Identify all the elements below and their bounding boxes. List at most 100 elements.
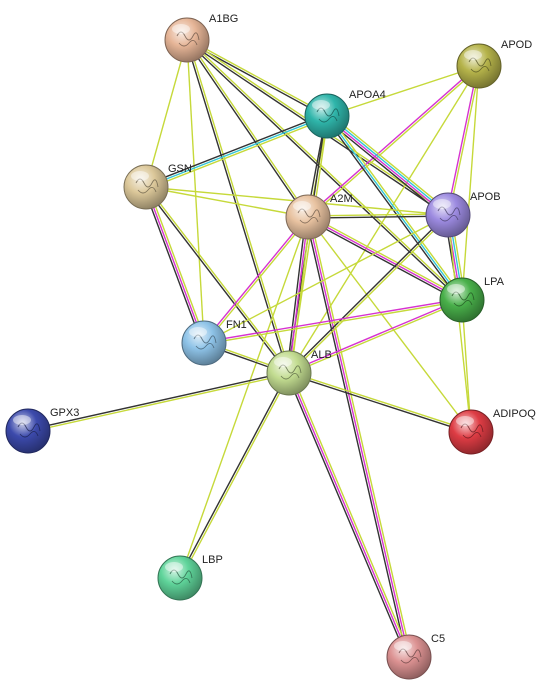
node-gpx3[interactable]: GPX3	[5, 407, 79, 454]
edge-line-experiments	[307, 216, 410, 658]
edge-gsn-alb	[144, 185, 291, 375]
protein-structure-icon	[297, 208, 321, 224]
node-highlight	[447, 284, 465, 294]
edge-apob-fn1	[203, 214, 449, 344]
node-lpa[interactable]: LPA	[439, 276, 505, 323]
node-label: ALB	[311, 349, 332, 361]
node-label: ADIPOQ	[493, 408, 536, 420]
edge-line-textmining	[179, 216, 309, 579]
edge-a2m-lpa	[306, 214, 464, 303]
edge-gsn-fn1	[143, 185, 207, 345]
node-bubble[interactable]	[285, 194, 331, 240]
edge-line-textmining	[328, 112, 451, 213]
edge-line-textmining	[307, 213, 448, 217]
protein-structure-icon	[398, 648, 422, 664]
node-highlight	[464, 50, 482, 60]
edge-lpa-alb	[288, 298, 463, 375]
edge-a2m-adipoq	[307, 216, 472, 433]
node-label: GPX3	[50, 407, 79, 419]
node-bubble[interactable]	[266, 350, 312, 396]
node-highlight	[433, 199, 451, 209]
node-bubble[interactable]	[425, 192, 471, 238]
edge-line-textmining	[145, 186, 309, 218]
node-bubble[interactable]	[5, 408, 51, 454]
edge-line-textmining	[146, 117, 329, 190]
node-bubble[interactable]	[181, 320, 227, 366]
edge-line-textmining	[187, 38, 464, 300]
edge-apob-alb	[287, 213, 450, 375]
edge-line-databases	[327, 114, 450, 215]
edge-line-databases	[145, 115, 328, 188]
edge-line-textmining	[147, 185, 207, 343]
node-a2m[interactable]: A2M	[285, 193, 353, 240]
node-label: LPA	[484, 276, 505, 288]
edge-line-textmining	[461, 65, 480, 301]
edge-apoa4-gsn	[144, 113, 329, 190]
node-bubble[interactable]	[123, 164, 169, 210]
edge-line-coexpression	[288, 373, 471, 434]
edge-line-textmining	[204, 217, 310, 345]
edge-line-coexpression	[324, 118, 447, 219]
edge-line-textmining	[187, 38, 328, 116]
node-apod[interactable]: APOD	[456, 39, 532, 89]
node-apob[interactable]: APOB	[425, 191, 501, 238]
node-gsn[interactable]: GSN	[123, 163, 192, 210]
edge-line-textmining	[308, 66, 481, 219]
edges-layer	[27, 38, 481, 659]
node-bubble[interactable]	[157, 555, 203, 601]
node-bubble[interactable]	[164, 17, 210, 63]
edge-alb-lbp	[178, 372, 291, 579]
node-bubble[interactable]	[304, 93, 350, 139]
node-highlight	[274, 357, 292, 367]
edge-line-textmining	[308, 214, 464, 299]
edge-a2m-lbp	[179, 216, 309, 579]
node-highlight	[131, 171, 149, 181]
node-bubble[interactable]	[456, 43, 502, 89]
edge-line-coexpression	[144, 113, 327, 186]
edge-line-textmining	[28, 373, 290, 433]
node-highlight	[172, 24, 190, 34]
edge-line-experiments	[202, 215, 308, 343]
node-c5[interactable]: C5	[386, 633, 445, 680]
edge-a1bg-a2m	[185, 38, 310, 219]
node-highlight	[293, 201, 311, 211]
protein-structure-icon	[169, 569, 193, 585]
edge-line-textmining	[326, 65, 480, 117]
edge-apod-a2m	[306, 64, 481, 219]
edge-lpa-fn1	[203, 298, 463, 345]
edge-apoa4-apob	[324, 112, 451, 219]
edge-apod-apoa4	[326, 65, 480, 117]
node-label: APOA4	[349, 89, 386, 101]
protein-structure-icon	[468, 57, 492, 73]
edge-line-coexpression	[305, 217, 408, 658]
protein-structure-icon	[460, 423, 484, 439]
node-lbp[interactable]: LBP	[157, 554, 223, 601]
node-a1bg[interactable]: A1BG	[164, 13, 238, 63]
edge-line-textmining	[187, 38, 310, 217]
node-apoa4[interactable]: APOA4	[304, 89, 386, 139]
node-label: A1BG	[209, 13, 238, 25]
node-label: APOB	[470, 191, 501, 203]
node-bubble[interactable]	[448, 409, 494, 455]
node-highlight	[456, 416, 474, 426]
node-fn1[interactable]: FN1	[181, 319, 247, 366]
node-bubble[interactable]	[386, 634, 432, 680]
edge-line-experiments	[325, 116, 448, 217]
edge-apod-lpa	[461, 65, 480, 301]
edge-apob-adipoq	[447, 214, 472, 433]
edge-line-experiments	[203, 298, 462, 343]
edge-a1bg-lpa	[185, 38, 464, 302]
edge-a2m-c5	[305, 216, 412, 658]
node-highlight	[165, 562, 183, 572]
node-adipoq[interactable]: ADIPOQ	[448, 408, 536, 455]
edge-line-experiments	[307, 216, 463, 301]
edge-line-textmining	[289, 300, 463, 375]
node-highlight	[189, 327, 207, 337]
edge-line-coexpression	[308, 215, 449, 219]
node-bubble[interactable]	[439, 277, 485, 323]
edge-line-coexpression	[185, 40, 289, 374]
edge-a1bg-gsn	[145, 39, 188, 188]
edge-line-coexpression	[178, 372, 289, 578]
node-alb[interactable]: ALB	[266, 349, 332, 396]
